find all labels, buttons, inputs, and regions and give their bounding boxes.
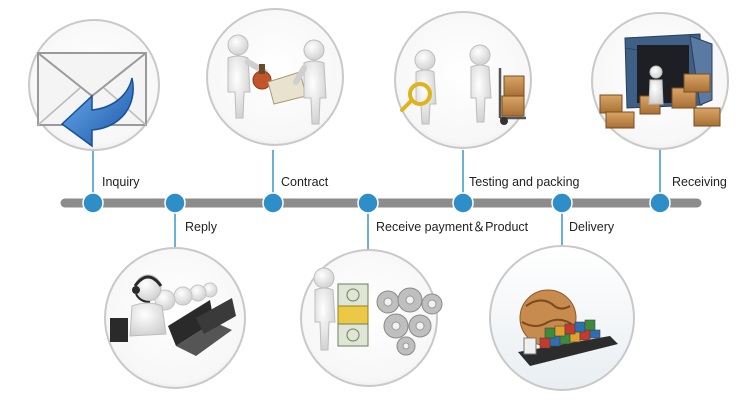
- step-label-contract: Contract: [281, 175, 329, 189]
- node-contract: [262, 192, 284, 214]
- globe-cargo-ship-icon: [489, 245, 635, 391]
- envelope-reply-icon: [28, 19, 160, 151]
- step-label-inquiry: Inquiry: [102, 175, 140, 189]
- node-receiving: [649, 192, 671, 214]
- node-delivery: [551, 192, 573, 214]
- payment-and-gears-icon: [300, 249, 443, 387]
- node-reply: [164, 192, 186, 214]
- magnifier-handtruck-icon: [394, 11, 532, 149]
- timeline-nodes: [82, 192, 671, 214]
- node-inquiry: [82, 192, 104, 214]
- step-label-testing: Testing and packing: [469, 175, 580, 189]
- customer-service-headset-icon: [104, 247, 246, 389]
- container-boxes-icon: [591, 12, 729, 150]
- step-label-payment: Receive payment＆Product: [376, 220, 529, 234]
- contract-stamp-icon: [206, 8, 344, 146]
- node-testing: [452, 192, 474, 214]
- node-payment: [357, 192, 379, 214]
- step-label-delivery: Delivery: [569, 220, 615, 234]
- step-label-receiving: Receiving: [672, 175, 727, 189]
- step-label-reply: Reply: [185, 220, 217, 234]
